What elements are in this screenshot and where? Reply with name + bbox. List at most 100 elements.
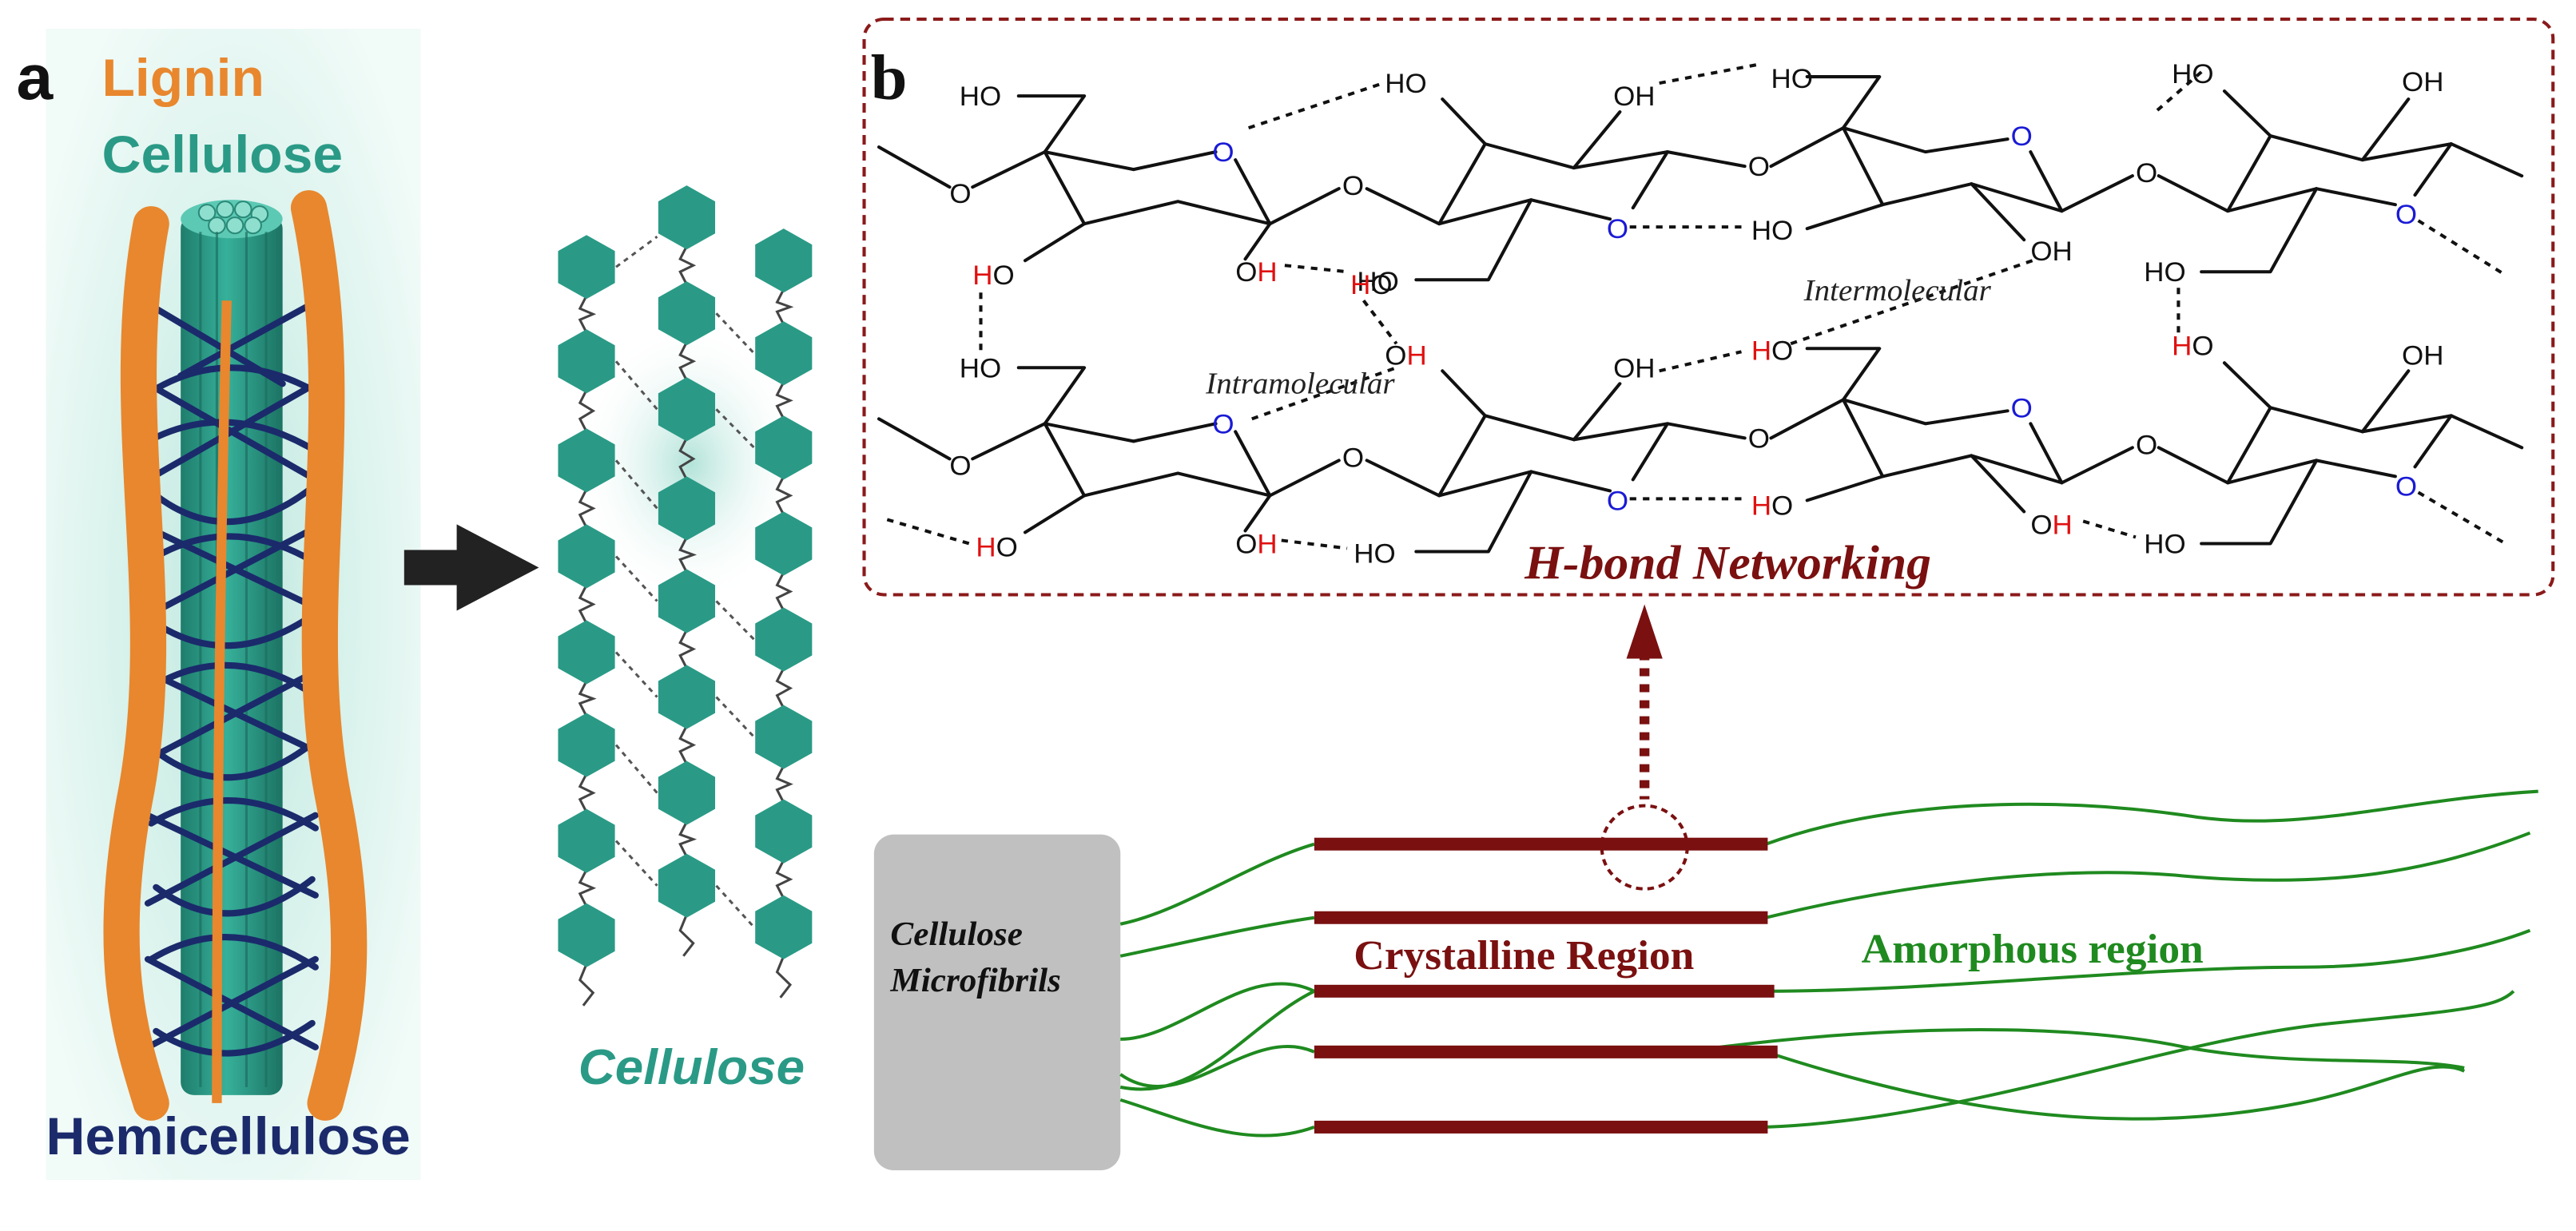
bond bbox=[877, 417, 952, 461]
hydrogen-bond bbox=[1790, 257, 2038, 346]
hydrogen-bond bbox=[2082, 519, 2137, 539]
hydrogen-bond bbox=[1247, 81, 1384, 129]
glucose-hexagon bbox=[658, 853, 716, 918]
hydroxyl-label: HO bbox=[1751, 216, 1793, 246]
bond bbox=[1805, 75, 1882, 130]
bond bbox=[2360, 97, 2411, 162]
bond bbox=[2449, 142, 2524, 178]
lignin-label: Lignin bbox=[101, 49, 264, 108]
hbond-title: H-bond Networking bbox=[1524, 537, 1931, 590]
hydroxyl-label: OH bbox=[2030, 237, 2072, 267]
crystalline-bars bbox=[1314, 837, 1778, 1134]
interchain-hbond bbox=[615, 235, 658, 268]
glucose-hexagon bbox=[755, 705, 813, 769]
glycosidic-link bbox=[678, 341, 697, 381]
glycosidic-link bbox=[775, 475, 793, 516]
bond bbox=[1414, 198, 1533, 282]
bond bbox=[1805, 347, 1882, 402]
crystalline-bar bbox=[1314, 984, 1775, 998]
glycosidic-link bbox=[578, 488, 596, 529]
hydroxyl-label: HO bbox=[2172, 59, 2213, 89]
glucose-hexagon bbox=[755, 895, 813, 959]
bond bbox=[1805, 203, 1885, 231]
bond bbox=[2157, 446, 2397, 485]
hydrogen-bond bbox=[1659, 350, 1742, 373]
ring-oxygen: O bbox=[2011, 394, 2033, 423]
hydroxyl-label: HO bbox=[960, 81, 1001, 111]
glucose-hexagon bbox=[658, 377, 716, 442]
bond bbox=[1023, 222, 1087, 263]
hydroxyl-label: OH bbox=[2402, 341, 2443, 371]
glycosidic-link bbox=[578, 869, 597, 907]
glycosidic-link bbox=[678, 245, 697, 285]
hydroxyl-label: HO bbox=[960, 354, 1001, 383]
hydrogen-bond bbox=[1659, 62, 1762, 85]
hydroxyl-label: HO bbox=[1751, 336, 1793, 366]
bond bbox=[1016, 94, 1087, 154]
glucose-hexagon bbox=[558, 524, 615, 589]
glucose-bonds bbox=[877, 75, 2524, 554]
glycosidic-link bbox=[775, 381, 793, 420]
crystalline-bar bbox=[1314, 837, 1768, 851]
microfibril-diagram: Cellulose Microfibrils Crystalline Regio bbox=[873, 789, 2538, 1170]
bond bbox=[2222, 361, 2272, 410]
intramolecular-label: Intramolecular bbox=[1205, 367, 1395, 400]
bond bbox=[2360, 369, 2411, 434]
ring-oxygen: O bbox=[2395, 472, 2417, 502]
hydroxyl-label: OH bbox=[1385, 341, 1426, 371]
hydroxyl-label: OH bbox=[1235, 258, 1277, 288]
interchain-hbond bbox=[614, 744, 658, 794]
glucose-hexagon bbox=[755, 321, 813, 386]
ring-oxygen: O bbox=[1607, 215, 1628, 244]
bond bbox=[1631, 422, 1670, 482]
hydroxyl-label: HO bbox=[972, 261, 1014, 291]
hemicellulose-network bbox=[144, 300, 319, 1057]
bond bbox=[2222, 89, 2272, 138]
amorphous-label: Amorphous region bbox=[1862, 926, 2204, 971]
bond bbox=[2226, 406, 2453, 485]
hydroxyl-label: HO bbox=[1385, 69, 1426, 98]
glucose-hexagon bbox=[755, 511, 813, 576]
bond bbox=[971, 150, 1047, 189]
hydroxyl-label: HO bbox=[2144, 530, 2185, 559]
ring-oxygen: O bbox=[1212, 410, 1234, 439]
bridge-oxygen: O bbox=[949, 180, 971, 209]
chain-end bbox=[578, 963, 595, 1007]
hydroxyl-label: HO bbox=[1350, 271, 1392, 300]
hydroxyl-label: OH bbox=[1613, 81, 1655, 111]
bond bbox=[1572, 382, 1622, 442]
bond bbox=[1268, 187, 1341, 226]
chain-glow bbox=[574, 320, 805, 608]
bond bbox=[1441, 369, 1487, 418]
glucose-hexagon bbox=[558, 808, 615, 873]
chain-end bbox=[775, 955, 793, 999]
microfibril-label-line1: Cellulose bbox=[890, 915, 1022, 952]
glucose-hexagon bbox=[558, 713, 615, 777]
hydrogen-bond bbox=[886, 518, 970, 546]
interchain-hbond bbox=[614, 555, 658, 602]
ring-oxygen: O bbox=[2395, 201, 2417, 230]
glycosidic-oxygen: O bbox=[1342, 443, 1364, 473]
glycosidic-link bbox=[775, 764, 793, 804]
panel-b-letter: b bbox=[871, 42, 908, 113]
glucose-hexagon bbox=[755, 799, 813, 864]
hydrogen-bonds bbox=[886, 62, 2506, 550]
hydrogen-bond bbox=[2417, 490, 2506, 546]
bridge-oxygen: O bbox=[949, 451, 971, 481]
glucose-hexagon bbox=[558, 235, 615, 300]
bond bbox=[1970, 454, 2026, 514]
bond bbox=[2157, 174, 2397, 213]
bond bbox=[1016, 366, 1087, 426]
microfibril-box bbox=[873, 834, 1121, 1170]
microfibril-label-line2: Microfibrils bbox=[889, 962, 1060, 999]
bond bbox=[1805, 475, 1885, 502]
glucose-hexagon bbox=[658, 569, 716, 633]
hydroxyl-label: OH bbox=[1613, 354, 1655, 383]
glycosidic-link bbox=[678, 629, 697, 669]
bond bbox=[1769, 126, 2010, 169]
ring-oxygen: O bbox=[1212, 138, 1234, 168]
hydrogen-bond bbox=[2154, 70, 2203, 113]
bond bbox=[1970, 182, 2026, 242]
bond bbox=[2060, 174, 2134, 213]
